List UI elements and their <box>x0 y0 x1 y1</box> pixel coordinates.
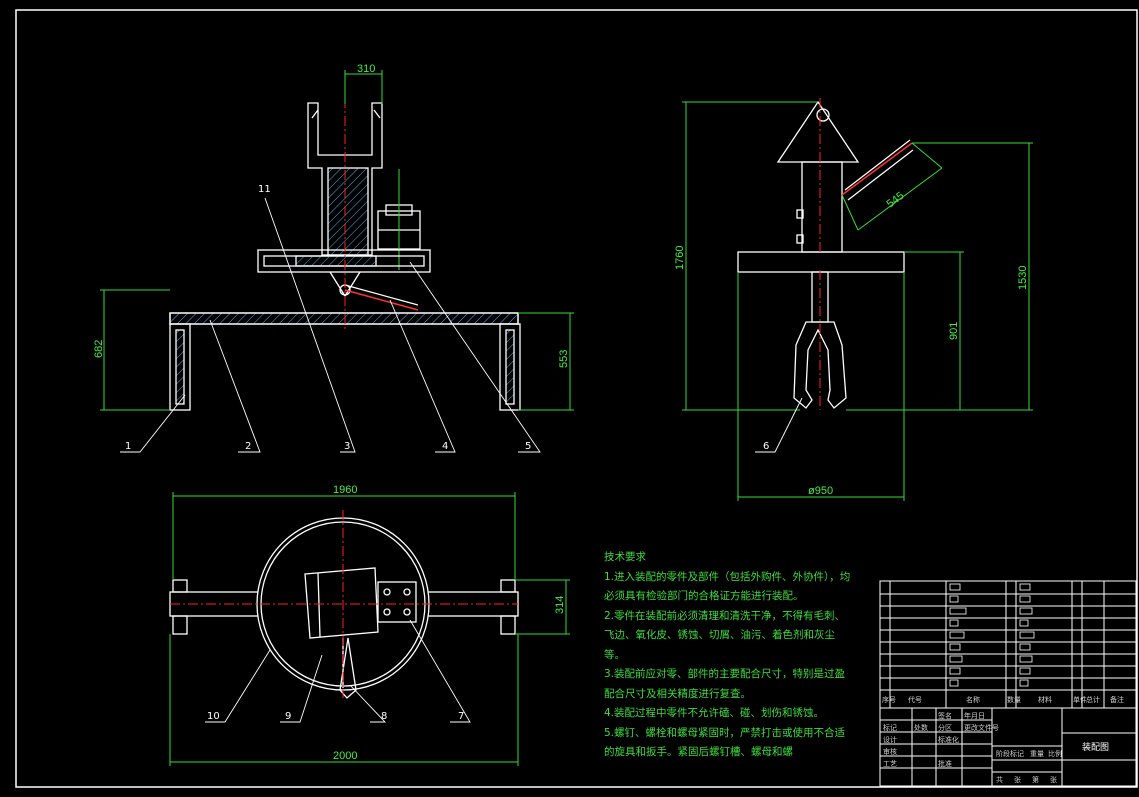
notes-title: 技术要求 <box>604 551 646 563</box>
part-label-11: 11 <box>258 184 271 195</box>
title-block-label-review: 审核 <box>883 747 897 756</box>
title-block-col-unit: 单件 <box>1073 695 1087 704</box>
dim-top-overall-width: 1960 <box>333 484 357 496</box>
dim-front-left-height: 682 <box>93 340 105 358</box>
title-block-label-total: 共 <box>996 775 1003 784</box>
title-block-label-count: 处数 <box>914 723 928 732</box>
title-block-label-no: 第 <box>1032 775 1039 784</box>
title-block-label-process: 工艺 <box>883 760 897 768</box>
title-block-label-sign: 签名 <box>938 711 952 720</box>
title-block-label-stage: 阶段标记 <box>996 749 1024 758</box>
sheet-border <box>15 9 1138 788</box>
title-block-col-code: 代号 <box>908 695 922 704</box>
bom-cell-marks <box>949 583 1035 687</box>
top-leaders <box>205 619 471 723</box>
title-block-label-weight: 重量 <box>1030 750 1044 758</box>
title-block-label-date: 年月日 <box>964 711 985 720</box>
note-item-4: 4.装配过程中零件不允许磕、碰、划伤和锈蚀。 <box>604 707 825 719</box>
note-item-3: 3.装配前应对零、部件的主要配合尺寸，特别是过盈配合尺寸及相关精度进行复查。 <box>604 668 846 700</box>
front-view-dimensions <box>100 70 574 411</box>
side-leader <box>755 397 803 453</box>
dim-front-top-width: 310 <box>357 63 375 75</box>
top-view <box>169 510 519 699</box>
part-label-7: 7 <box>458 711 464 722</box>
dim-side-right-height: 1530 <box>1017 266 1029 290</box>
title-block-drawing-name: 装配图 <box>1082 741 1109 753</box>
title-block-label-scale: 比例 <box>1048 749 1062 758</box>
dim-side-base-diameter: ø950 <box>808 485 833 497</box>
title-block-col-remark: 备注 <box>1110 695 1124 704</box>
title-block-label-mark: 标记 <box>883 723 897 732</box>
side-view-dimensions <box>682 101 1033 501</box>
part-label-10: 10 <box>207 711 220 722</box>
title-block-label-change: 更改文件号 <box>964 723 999 732</box>
part-label-1: 1 <box>125 441 131 452</box>
title-block-label-sheet: 张 <box>1050 775 1057 784</box>
title-block-col-seq: 序号 <box>882 695 896 704</box>
title-block-label-approve: 批准 <box>938 759 952 768</box>
title-block-col-total: 总计 <box>1086 695 1100 704</box>
title-block-label-standard: 标准化 <box>938 735 959 744</box>
title-block-label-design: 设计 <box>883 735 897 744</box>
dim-top-right-height: 314 <box>554 596 566 614</box>
top-view-dimensions <box>169 492 570 766</box>
note-item-2: 2.零件在装配前必须清理和清洗干净，不得有毛刺、飞边、氧化皮、锈蚀、切屑、油污、… <box>604 609 846 661</box>
side-view <box>737 98 914 410</box>
part-label-3: 3 <box>344 441 350 452</box>
dim-side-top-height: 1760 <box>674 246 686 270</box>
title-block-label-zone: 分区 <box>938 723 952 732</box>
dim-side-slant: 545 <box>885 190 907 211</box>
front-view <box>169 80 521 411</box>
technical-requirements: 技术要求 1.进入装配的零件及部件（包括外购件、外协件），均必须具有检验部门的合… <box>604 548 854 763</box>
title-block-col-qty: 数量 <box>1007 695 1021 704</box>
part-label-2: 2 <box>245 441 251 452</box>
part-label-4: 4 <box>442 441 448 452</box>
title-block-label-sheets: 张 <box>1014 775 1021 784</box>
title-block-col-name: 名称 <box>966 695 980 704</box>
part-label-8: 8 <box>381 711 387 722</box>
title-block-col-material: 材料 <box>1038 695 1052 704</box>
title-block <box>879 580 1137 787</box>
part-label-5: 5 <box>525 441 531 452</box>
dim-side-mid-height: 901 <box>948 322 960 340</box>
dim-top-bottom-width: 2000 <box>333 750 357 762</box>
front-leaders <box>120 197 541 453</box>
dim-front-right-height: 553 <box>558 350 570 368</box>
part-label-6: 6 <box>763 441 769 452</box>
note-item-5: 5.螺钉、螺栓和螺母紧固时，严禁打击或使用不合适的旋具和扳手。紧固后螺钉槽、螺母… <box>604 726 846 759</box>
part-label-9: 9 <box>285 711 291 722</box>
note-item-1: 1.进入装配的零件及部件（包括外购件、外协件），均必须具有检验部门的合格证方能进… <box>604 570 851 603</box>
